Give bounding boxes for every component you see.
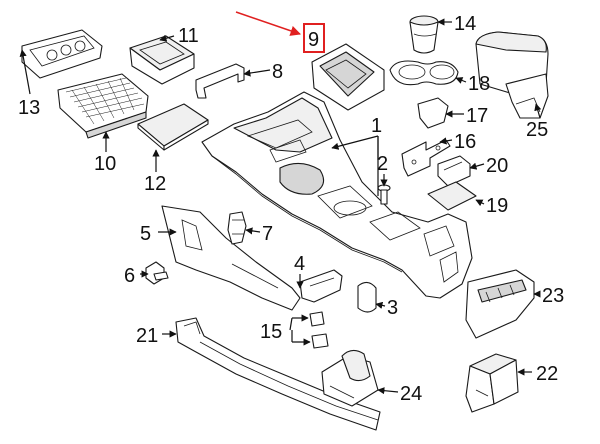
callout-21: 21 <box>136 325 158 347</box>
part-bolt[interactable] <box>145 261 169 285</box>
part-side-panel[interactable] <box>161 205 301 311</box>
callout-12: 12 <box>144 173 166 195</box>
part-switch-panel-trim[interactable] <box>21 29 103 79</box>
part-clip-lower[interactable] <box>311 333 329 349</box>
callout-7: 7 <box>262 223 273 245</box>
callout-25: 25 <box>526 119 548 141</box>
callout-1: 1 <box>371 115 382 137</box>
part-small-bracket[interactable] <box>299 269 343 303</box>
callout-10: 10 <box>94 153 116 175</box>
part-clip[interactable] <box>437 155 471 187</box>
part-plug[interactable] <box>357 281 377 313</box>
part-retainer-clip[interactable] <box>227 211 247 245</box>
part-storage-tray[interactable] <box>57 73 149 139</box>
part-clip-upper[interactable] <box>309 311 325 327</box>
callout-9: 9 <box>308 29 319 51</box>
callout-5: 5 <box>140 223 151 245</box>
callout-labels: 1 2 3 4 5 6 7 8 9 10 11 12 13 14 15 16 1… <box>18 13 564 405</box>
callout-14: 14 <box>454 13 476 35</box>
callout-23: 23 <box>542 285 564 307</box>
callout-8: 8 <box>272 61 283 83</box>
part-rear-bin[interactable] <box>465 353 519 413</box>
callout-4: 4 <box>294 253 305 275</box>
callout-13: 13 <box>18 97 40 119</box>
part-cup-insert[interactable] <box>389 60 459 86</box>
leader-lines <box>19 11 542 395</box>
part-panel-insert[interactable] <box>137 103 209 151</box>
part-handle-bracket[interactable] <box>195 63 245 99</box>
callout-11: 11 <box>178 25 199 47</box>
part-foam-pad[interactable] <box>427 181 477 211</box>
part-air-duct[interactable] <box>175 317 381 431</box>
part-clip-cover[interactable] <box>417 97 449 129</box>
part-shifter-base[interactable] <box>321 349 379 407</box>
callout-24: 24 <box>400 383 422 405</box>
part-cup-sleeve[interactable] <box>409 15 439 54</box>
part-rear-vent-panel[interactable] <box>465 269 535 339</box>
part-console-body[interactable] <box>201 91 473 299</box>
callout-19: 19 <box>486 195 508 217</box>
callout-6: 6 <box>124 265 135 287</box>
highlight-box-part-9 <box>303 23 325 53</box>
callout-20: 20 <box>486 155 508 177</box>
part-mounting-bracket[interactable] <box>401 139 451 177</box>
part-console-bezel[interactable] <box>311 43 385 111</box>
callout-18: 18 <box>468 73 490 95</box>
callout-22: 22 <box>536 363 558 385</box>
callout-3: 3 <box>387 297 398 319</box>
callout-17: 17 <box>466 105 488 127</box>
callout-15: 15 <box>260 321 282 343</box>
part-small-tray[interactable] <box>129 35 195 85</box>
callout-2: 2 <box>377 153 388 175</box>
callout-16: 16 <box>454 131 476 153</box>
